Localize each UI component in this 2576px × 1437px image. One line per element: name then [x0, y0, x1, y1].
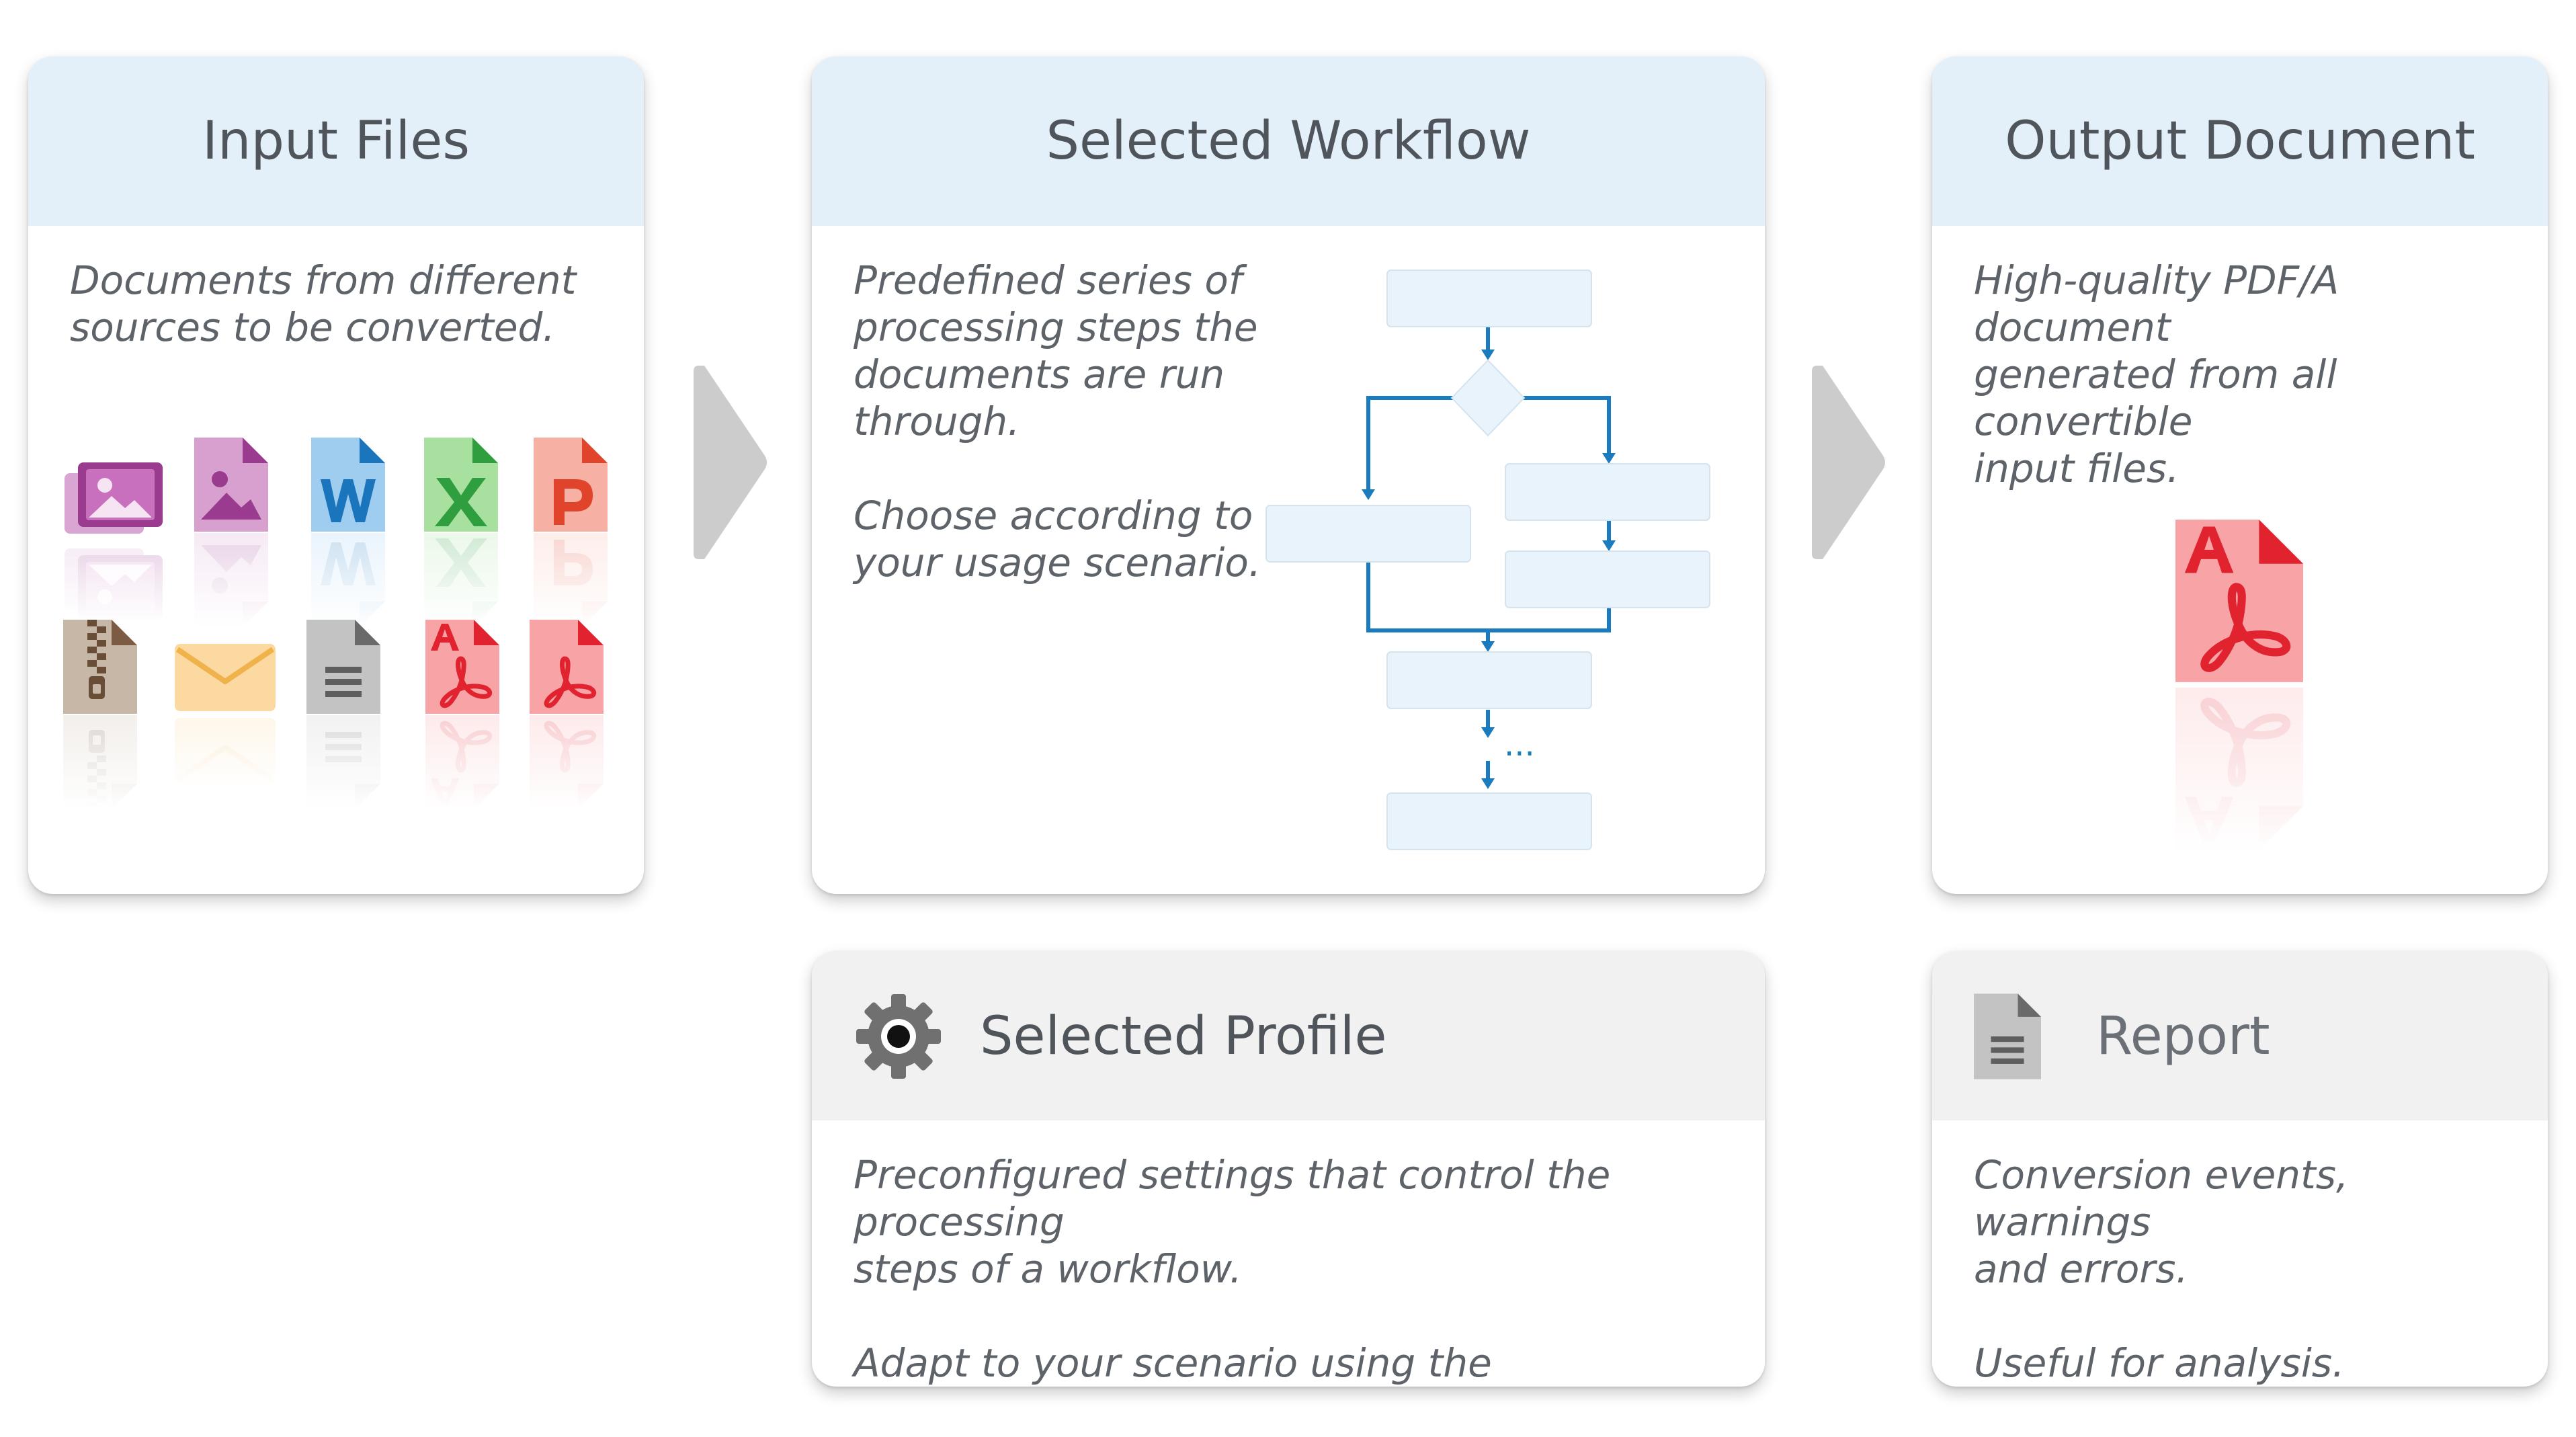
selected-workflow-card: Selected Workflow Predefined series of p… — [812, 56, 1765, 894]
flow-step-box — [1386, 270, 1592, 327]
selected-workflow-header: Selected Workflow — [812, 56, 1765, 226]
flow-decision-diamond — [1450, 359, 1526, 437]
report-header: Report — [1932, 951, 2548, 1120]
flow-arrowhead — [1481, 350, 1495, 360]
zip-file-icon — [63, 620, 137, 714]
selected-profile-header: Selected Profile — [812, 951, 1765, 1120]
zip-file-reflection — [63, 715, 137, 809]
input-files-card: Input Files Documents from different sou… — [28, 56, 644, 894]
email-icon — [175, 640, 276, 714]
selected-profile-title: Selected Profile — [980, 1006, 1387, 1067]
flow-step-box — [1505, 550, 1710, 608]
image-gallery-reflection — [65, 542, 165, 622]
flow-step-box — [1386, 792, 1592, 850]
selected-workflow-title: Selected Workflow — [1046, 111, 1531, 171]
pdfa-file-reflection — [2175, 686, 2303, 852]
excel-file-reflection — [424, 533, 498, 627]
output-document-card: Output Document High-quality PDF/A docum… — [1932, 56, 2548, 894]
flow-connector — [1515, 396, 1611, 457]
output-document-header: Output Document — [1932, 56, 2548, 226]
powerpoint-file-reflection — [534, 533, 608, 627]
text-file-reflection — [306, 715, 380, 809]
input-files-title: Input Files — [202, 111, 470, 171]
flow-arrowhead — [1481, 727, 1495, 738]
pdf-file-icon — [530, 620, 604, 714]
flow-arrow-icon — [694, 366, 767, 559]
pdfa-file-reflection — [425, 715, 499, 809]
flow-step-box — [1505, 463, 1710, 521]
report-title: Report — [2096, 1006, 2270, 1067]
text-file-icon — [1974, 991, 2041, 1081]
pdf-file-reflection — [530, 715, 604, 809]
input-files-description: Documents from different sources to be c… — [70, 257, 577, 350]
pdfa-file-icon — [2175, 518, 2303, 684]
flow-arrowhead — [1481, 778, 1495, 789]
image-file-reflection — [194, 533, 268, 627]
email-reflection — [175, 715, 276, 789]
flow-arrowhead — [1481, 641, 1495, 652]
selected-profile-description: Preconfigured settings that control the … — [854, 1152, 1611, 1386]
flow-arrow-icon — [1812, 366, 1885, 559]
powerpoint-file-icon — [534, 438, 608, 532]
output-document-description: High-quality PDF/A document generated fr… — [1974, 257, 2339, 491]
word-file-reflection — [311, 533, 385, 627]
flow-connector — [1366, 396, 1461, 493]
input-files-header: Input Files — [28, 56, 644, 226]
text-file-icon — [306, 620, 380, 714]
output-document-title: Output Document — [2005, 111, 2475, 171]
report-description: Conversion events, warnings and errors. … — [1974, 1152, 2349, 1386]
image-file-icon — [194, 438, 268, 532]
selected-profile-card: Selected Profile Preconfigured settings … — [812, 951, 1765, 1387]
flow-ellipsis: ... — [1504, 726, 1535, 764]
flow-step-box — [1386, 651, 1592, 709]
image-gallery-icon — [65, 460, 165, 540]
flow-arrowhead — [1362, 489, 1375, 500]
workflow-flowchart — [1265, 270, 1710, 850]
report-card: Report Conversion events, warnings and e… — [1932, 951, 2548, 1387]
flow-arrowhead — [1602, 540, 1616, 551]
flow-step-box — [1265, 505, 1471, 563]
flow-arrowhead — [1602, 453, 1616, 464]
pdfa-file-icon — [425, 620, 499, 714]
excel-file-icon — [424, 438, 498, 532]
gear-icon — [856, 994, 941, 1079]
selected-workflow-description: Predefined series of processing steps th… — [854, 257, 1261, 585]
word-file-icon — [311, 438, 385, 532]
